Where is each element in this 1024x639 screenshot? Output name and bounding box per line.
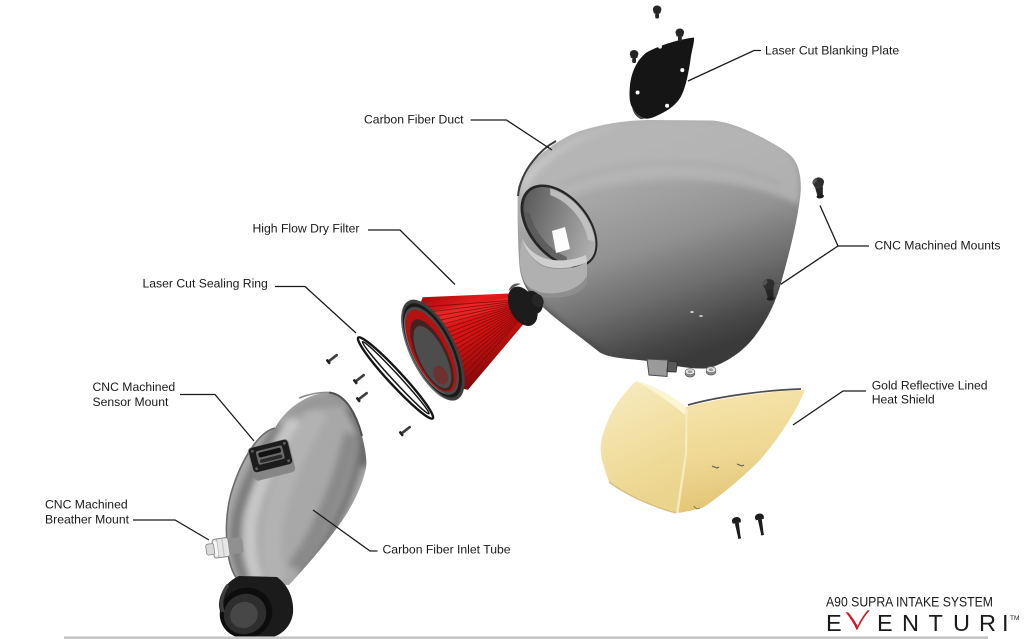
svg-text:A90 SUPRA INTAKE SYSTEM: A90 SUPRA INTAKE SYSTEM	[826, 594, 993, 610]
svg-text:E: E	[877, 610, 893, 636]
svg-text:Laser Cut Sealing Ring: Laser Cut Sealing Ring	[143, 277, 268, 291]
svg-text:CNC Machined: CNC Machined	[45, 498, 128, 512]
svg-text:Heat Shield: Heat Shield	[872, 393, 935, 407]
svg-text:E: E	[826, 610, 842, 636]
svg-text:Gold Reflective Lined: Gold Reflective Lined	[872, 378, 988, 392]
svg-text:R: R	[979, 610, 996, 636]
svg-text:CNC Machined Mounts: CNC Machined Mounts	[875, 239, 1001, 253]
svg-text:High Flow Dry Filter: High Flow Dry Filter	[253, 222, 360, 236]
svg-text:Carbon Fiber Duct: Carbon Fiber Duct	[364, 113, 464, 127]
svg-text:Breather Mount: Breather Mount	[45, 513, 130, 527]
svg-text:N: N	[902, 610, 919, 636]
svg-text:Sensor Mount: Sensor Mount	[93, 395, 169, 409]
svg-text:Carbon Fiber Inlet Tube: Carbon Fiber Inlet Tube	[383, 543, 511, 557]
svg-text:I: I	[1002, 610, 1009, 636]
svg-text:Laser Cut Blanking Plate: Laser Cut Blanking Plate	[765, 44, 899, 58]
svg-text:CNC Machined: CNC Machined	[93, 380, 176, 394]
svg-text:TM: TM	[1010, 615, 1019, 622]
svg-text:U: U	[953, 610, 970, 636]
svg-text:T: T	[929, 610, 943, 636]
